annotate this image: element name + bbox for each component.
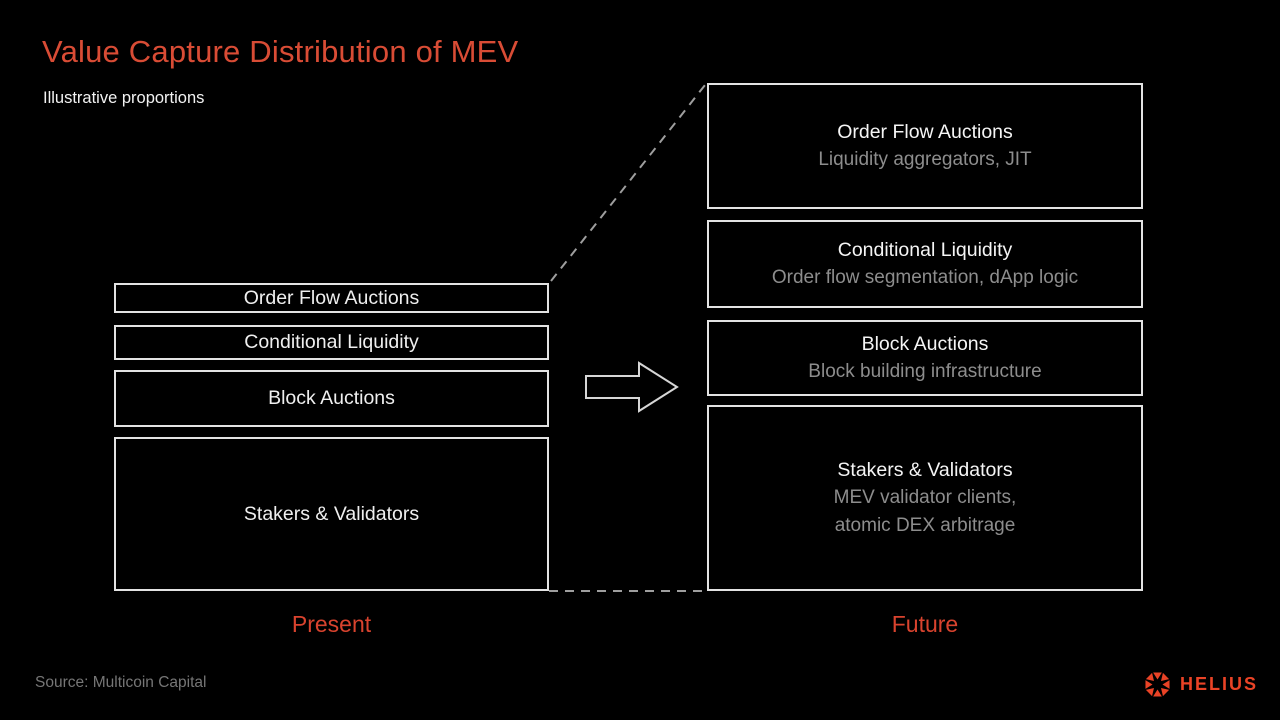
future-box-order-flow-auctions: Order Flow Auctions Liquidity aggregator… <box>707 83 1143 209</box>
box-title: Conditional Liquidity <box>837 239 1013 261</box>
page-title: Value Capture Distribution of MEV <box>42 34 519 69</box>
box-title: Block Auctions <box>861 333 989 355</box>
box-subtitle: Liquidity aggregators, JIT <box>818 149 1032 170</box>
page-subtitle: Illustrative proportions <box>43 89 205 107</box>
present-box-stakers-validators: Stakers & Validators <box>114 437 549 591</box>
box-title: Order Flow Auctions <box>243 286 420 309</box>
future-box-conditional-liquidity: Conditional Liquidity Order flow segment… <box>707 220 1143 308</box>
present-box-order-flow-auctions: Order Flow Auctions <box>114 283 549 313</box>
box-subtitle: MEV validator clients, atomic DEX arbitr… <box>833 487 1017 536</box>
box-title: Stakers & Validators <box>837 459 1013 481</box>
helius-sun-icon <box>1145 672 1170 697</box>
box-title: Order Flow Auctions <box>837 121 1013 143</box>
present-box-block-auctions: Block Auctions <box>114 370 549 427</box>
future-box-block-auctions: Block Auctions Block building infrastruc… <box>707 320 1143 396</box>
future-box-stakers-validators: Stakers & Validators MEV validator clien… <box>707 405 1143 591</box>
helius-logo-text: HELIUS <box>1179 674 1258 694</box>
helius-logo: HELIUS <box>1144 671 1258 698</box>
box-subtitle: Block building infrastructure <box>808 361 1042 382</box>
box-title: Stakers & Validators <box>243 502 420 525</box>
arrow-right-icon <box>585 361 679 413</box>
box-subtitle: Order flow segmentation, dApp logic <box>771 267 1079 288</box>
present-label: Present <box>291 611 372 637</box>
source-text: Source: Multicoin Capital <box>35 674 207 691</box>
box-title: Conditional Liquidity <box>244 331 419 353</box>
future-label: Future <box>891 611 959 637</box>
box-title: Block Auctions <box>268 387 395 409</box>
dashed-connector-top <box>550 84 706 282</box>
present-box-conditional-liquidity: Conditional Liquidity <box>114 325 549 360</box>
